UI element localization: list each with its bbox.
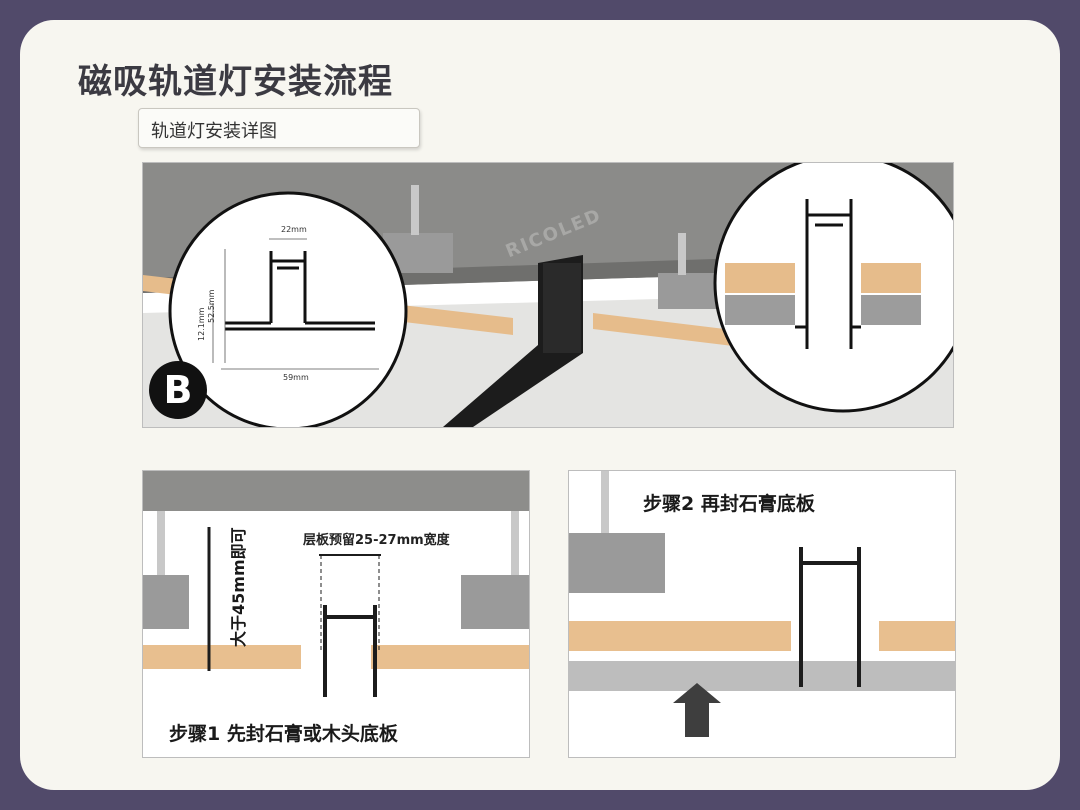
gap-note: 层板预留25-27mm宽度 — [303, 533, 450, 548]
hanging-bolt-left — [157, 511, 165, 575]
step2-panel: 步骤2 再封石膏底板 — [568, 470, 956, 758]
depth-note: 大于45mm即可 — [229, 527, 248, 647]
dim-width-top: 22mm — [281, 225, 307, 234]
hanging-bolt-right — [678, 233, 686, 275]
bracket-right — [658, 273, 718, 309]
page-title: 磁吸轨道灯安装流程 — [78, 62, 393, 102]
subtitle-label: 轨道灯安装详图 — [151, 121, 277, 142]
bracket — [569, 533, 665, 593]
magnified-profile-left — [168, 191, 408, 427]
gypsum-board — [569, 661, 955, 691]
step1-label: 步骤1 先封石膏或木头底板 — [169, 723, 398, 745]
magnified-profile-right — [713, 163, 953, 413]
dim-height-lower: 12.1mm — [197, 307, 206, 341]
wood-board-mag-right — [861, 263, 921, 293]
push-up-arrow-icon — [673, 683, 721, 737]
gypsum-mag-right — [861, 295, 921, 325]
bracket-right — [461, 575, 529, 629]
track-profile — [323, 605, 377, 697]
wood-board-right — [371, 645, 529, 669]
hanging-bolt-right — [511, 511, 519, 575]
track-profile-mag — [795, 199, 861, 349]
track-profile — [799, 547, 861, 687]
detail-illustration — [143, 163, 953, 427]
wood-board-left — [143, 645, 301, 669]
wood-board-right — [879, 621, 955, 651]
subtitle-box: 轨道灯安装详图 — [138, 108, 420, 148]
hanging-bolt — [601, 471, 609, 533]
dim-width-bottom: 59mm — [283, 373, 309, 382]
gypsum-mag-left — [725, 295, 795, 325]
dim-height-total: 52.5mm — [207, 289, 216, 323]
step1-illustration — [143, 471, 529, 697]
concrete-ceiling — [143, 471, 529, 511]
wood-board-left — [569, 621, 791, 651]
hanging-bolt-left — [411, 185, 419, 235]
step2-illustration — [569, 471, 955, 737]
wood-board-mag-left — [725, 263, 795, 293]
step1-panel: 层板预留25-27mm宽度 大于45mm即可 步骤1 先封石膏或木头底板 — [142, 470, 530, 758]
dimension-lines — [212, 238, 379, 370]
bracket-left — [143, 575, 189, 629]
track-profile-drawing — [225, 251, 375, 331]
content-card: 磁吸轨道灯安装流程 轨道灯安装详图 — [20, 20, 1060, 790]
section-badge: B — [149, 361, 207, 419]
step2-label: 步骤2 再封石膏底板 — [643, 493, 815, 515]
detail-panel: RICOLED 22mm 52.5mm 12.1mm 59mm B — [142, 162, 954, 428]
